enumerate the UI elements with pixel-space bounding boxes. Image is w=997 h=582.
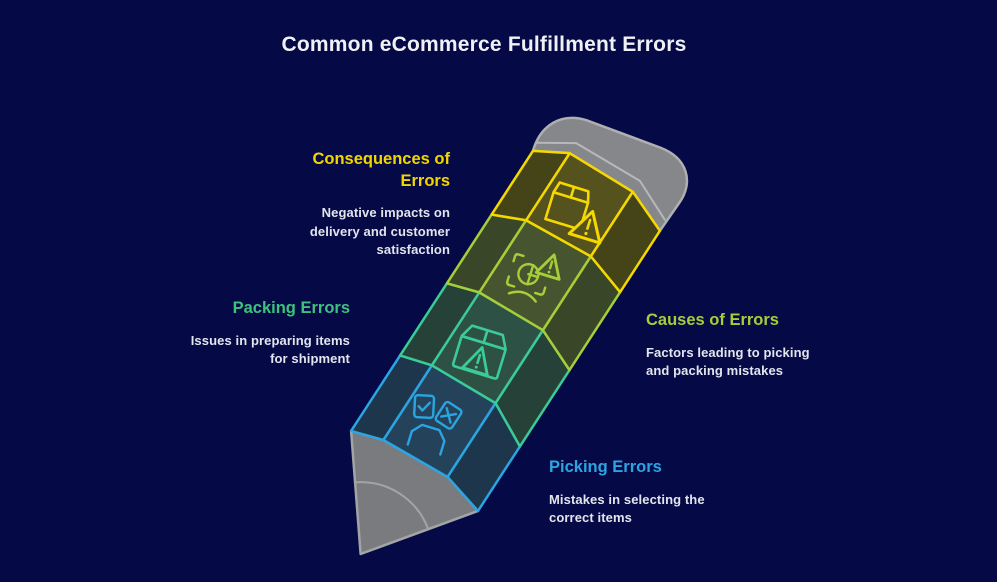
- callout-picking-body: Mistakes in selecting the correct items: [549, 491, 705, 526]
- callout-consequences: Consequences of Errors Negative impacts …: [220, 149, 450, 260]
- page-title: Common eCommerce Fulfillment Errors: [281, 33, 687, 56]
- segment-consequences: [490, 149, 662, 294]
- eraser-band-line: [536, 141, 666, 221]
- callout-picking-heading: Picking Errors: [549, 458, 662, 476]
- callout-picking: Picking Errors Mistakes in selecting the…: [549, 457, 779, 528]
- callout-causes-heading: Causes of Errors: [646, 311, 779, 329]
- box-warning-icon: [451, 324, 507, 380]
- face-scan-warning-icon: [505, 253, 561, 303]
- callout-packing-heading: Packing Errors: [232, 299, 350, 317]
- package-warning-icon: [544, 181, 602, 245]
- callout-packing: Packing Errors Issues in preparing items…: [120, 298, 350, 369]
- eraser-cap: [531, 116, 689, 233]
- segment-packing: [398, 282, 571, 448]
- callout-causes: Causes of Errors Factors leading to pick…: [646, 310, 876, 381]
- callout-causes-body: Factors leading to picking and packing m…: [646, 344, 810, 379]
- checklist-person-icon: [406, 393, 463, 456]
- callout-consequences-heading: Consequences of Errors: [312, 150, 450, 190]
- callout-consequences-body: Negative impacts on delivery and custome…: [309, 205, 450, 257]
- callout-packing-body: Issues in preparing items for shipment: [190, 332, 350, 367]
- tip-wood-arc: [353, 481, 430, 531]
